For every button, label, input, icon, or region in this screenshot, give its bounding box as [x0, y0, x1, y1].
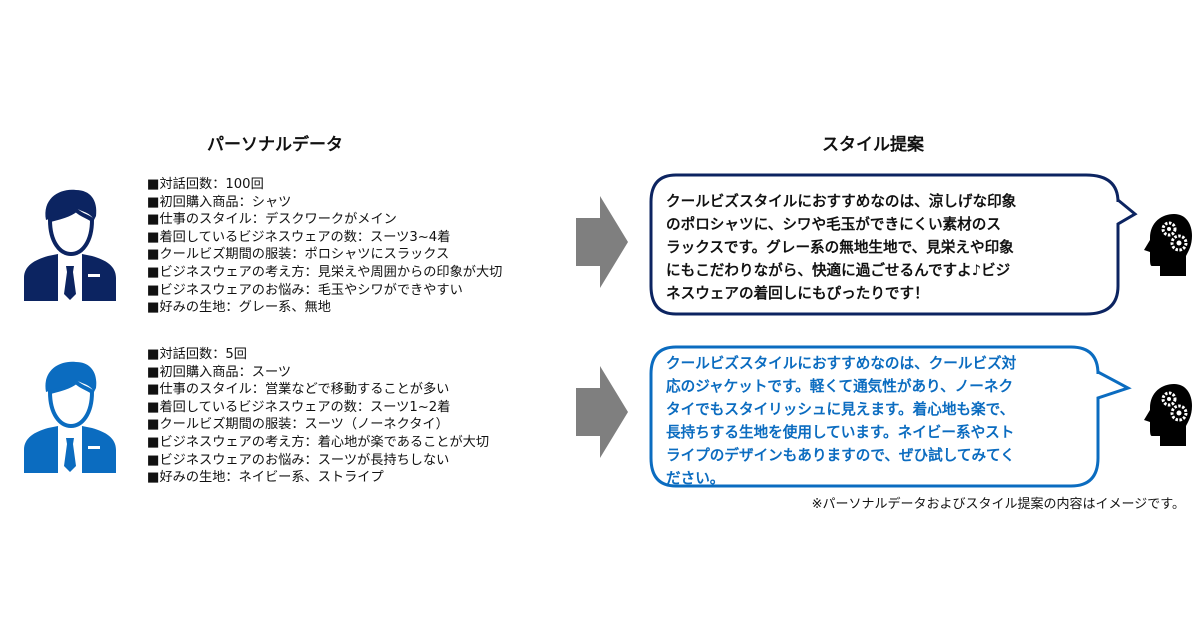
suggestion-line: クールビズスタイルにおすすめなのは、涼しげな印象	[666, 193, 1017, 210]
persona-2-data-list: ■対話回数：5回 ■初回購入商品：スーツ ■仕事のスタイル：営業などで移動するこ…	[147, 346, 489, 487]
suggestion-line: 長持ちする生地を使用しています。ネイビー系やスト	[666, 424, 1015, 441]
disclaimer-note: ※パーソナルデータおよびスタイル提案の内容はイメージです。	[811, 497, 1185, 512]
list-item: ■初回購入商品：シャツ	[147, 194, 292, 210]
list-item: ■対話回数：5回	[147, 347, 247, 362]
suggestion-line: 応のジャケットです。軽くて通気性があり、ノーネク	[666, 378, 1014, 395]
suggestion-line: クールビズスタイルにおすすめなのは、クールビズ対	[666, 355, 1017, 372]
persona-1-data-list: ■対話回数：100回 ■初回購入商品：シャツ ■仕事のスタイル：デスクワークがメ…	[147, 176, 502, 317]
suggestion-line: ださい。	[666, 470, 725, 487]
style-suggestion-heading: スタイル提案	[822, 135, 924, 155]
personal-data-heading: パーソナルデータ	[207, 135, 343, 155]
list-item: ■初回購入商品：スーツ	[147, 364, 292, 380]
list-item: ■クールビズ期間の服装：ポロシャツにスラックス	[147, 247, 450, 263]
suggestion-line: ラックスです。グレー系の無地生地で、見栄えや印象	[666, 239, 1014, 256]
suggestion-bubble-2	[649, 345, 1132, 488]
list-item: ■仕事のスタイル：デスクワークがメイン	[147, 212, 397, 228]
list-item: ■ビジネスウェアの考え方：着心地が楽であることが大切	[147, 434, 490, 450]
suggestion-line: タイでもスタイリッシュに見えます。着心地も楽で、	[666, 401, 1015, 418]
suggestion-line: ライプのデザインもありますので、ぜひ試してみてく	[666, 447, 1015, 464]
suggestion-bubble-1	[649, 173, 1138, 316]
suggestion-line: にもこだわりながら、快適に過ごせるんですよ♪ビジ	[666, 262, 1011, 279]
list-item: ■ビジネスウェアのお悩み：スーツが長持ちしない	[147, 452, 450, 468]
right-arrow-icon	[576, 366, 628, 458]
list-item: ■好みの生地：グレー系、無地	[147, 300, 331, 316]
ai-head-gears-icon	[1144, 384, 1192, 446]
businessman-icon-navy	[24, 189, 116, 301]
list-item: ■仕事のスタイル：営業などで移動することが多い	[147, 382, 450, 398]
ai-head-gears-icon	[1144, 214, 1192, 276]
list-item: ■クールビズ期間の服装：スーツ（ノーネクタイ）	[147, 417, 449, 433]
businessman-icon-blue	[24, 361, 116, 473]
right-arrow-icon	[576, 196, 628, 288]
list-item: ■ビジネスウェアの考え方：見栄えや周囲からの印象が大切	[147, 264, 503, 280]
suggestion-line: ネスウェアの着回しにもぴったりです！	[666, 285, 929, 302]
list-item: ■好みの生地：ネイビー系、ストライプ	[147, 470, 384, 486]
list-item: ■ビジネスウェアのお悩み：毛玉やシワができやすい	[147, 282, 463, 298]
list-item: ■着回しているビジネスウェアの数：スーツ1~2着	[147, 399, 451, 415]
suggestion-line: のポロシャツに、シワや毛玉ができにくい素材のス	[666, 216, 1001, 233]
list-item: ■対話回数：100回	[147, 177, 264, 192]
list-item: ■着回しているビジネスウェアの数：スーツ3~4着	[147, 229, 451, 245]
